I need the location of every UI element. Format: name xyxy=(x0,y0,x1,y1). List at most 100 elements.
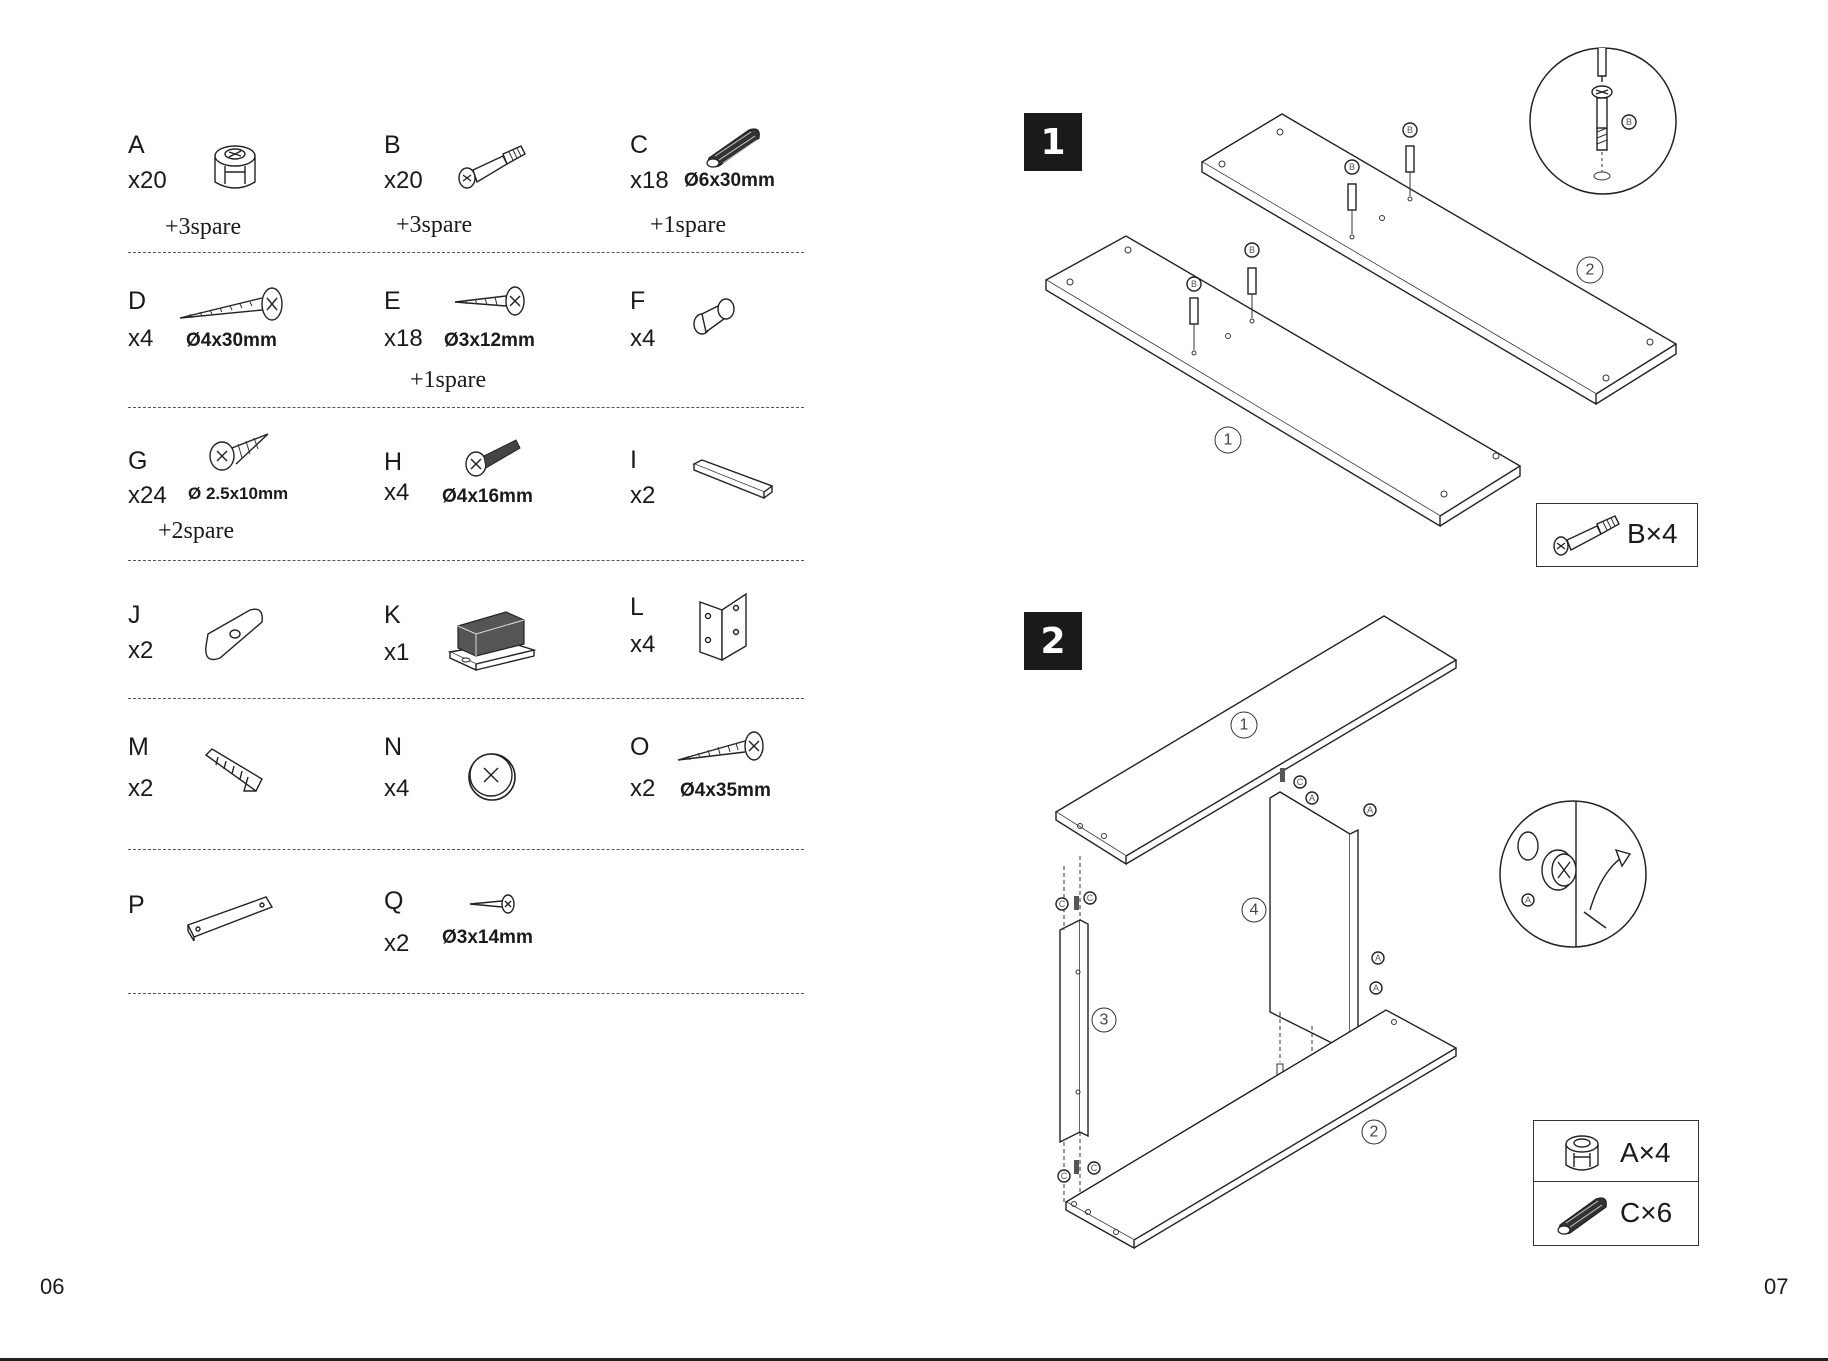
svg-text:A: A xyxy=(1375,953,1381,963)
part-qty-q: x2 xyxy=(384,930,409,958)
part-qty-g: x24 xyxy=(128,482,167,510)
legend-label: C×6 xyxy=(1620,1197,1672,1229)
svg-text:A: A xyxy=(1367,805,1373,815)
part-dim-o: Ø4x35mm xyxy=(680,780,771,802)
parts-divider xyxy=(128,407,804,408)
svg-text:B: B xyxy=(1626,117,1632,127)
part-qty-e: x18 xyxy=(384,325,423,353)
part-letter-m: M xyxy=(128,733,149,762)
svg-text:C: C xyxy=(1297,777,1304,787)
cam-bolt-icon xyxy=(1551,514,1631,558)
long-screw-icon xyxy=(180,284,290,324)
part-spare-a: +3spare xyxy=(165,214,241,241)
tiny-screw-icon xyxy=(470,892,518,916)
wood-dowel-icon xyxy=(1554,1191,1612,1237)
panel-label: 1 xyxy=(1240,717,1249,734)
shelf-pin-icon xyxy=(692,296,742,338)
part-letter-g: G xyxy=(128,447,147,476)
part-qty-n: x4 xyxy=(384,775,409,803)
panel-label: 2 xyxy=(1586,262,1595,279)
page-number-right: 07 xyxy=(1764,1274,1788,1300)
page-number-left: 06 xyxy=(40,1274,64,1300)
part-qty-h: x4 xyxy=(384,479,409,507)
wood-dowel-icon xyxy=(703,124,765,170)
part-letter-e: E xyxy=(384,287,401,316)
part-qty-f: x4 xyxy=(630,325,655,353)
part-letter-c: C xyxy=(630,131,648,160)
magnetic-catch-icon xyxy=(448,602,536,672)
part-letter-n: N xyxy=(384,733,402,762)
short-screw-icon xyxy=(455,284,530,320)
part-letter-f: F xyxy=(630,287,645,316)
part-qty-i: x2 xyxy=(630,482,655,510)
part-dim-c: Ø6x30mm xyxy=(684,170,775,192)
svg-text:C: C xyxy=(1061,1171,1068,1181)
part-dim-g: Ø 2.5x10mm xyxy=(188,484,288,504)
cam-bolt-icon xyxy=(455,142,530,192)
panel-label: 3 xyxy=(1100,1012,1109,1029)
parts-divider xyxy=(128,698,804,699)
part-dim-h: Ø4x16mm xyxy=(442,486,533,508)
svg-text:B: B xyxy=(1349,162,1355,172)
part-letter-j: J xyxy=(128,601,141,630)
panel-label: 1 xyxy=(1224,432,1233,449)
part-qty-o: x2 xyxy=(630,775,655,803)
part-letter-a: A xyxy=(128,131,145,160)
step-2-legend: A×4 C×6 xyxy=(1533,1120,1699,1246)
svg-text:C: C xyxy=(1059,899,1066,909)
wall-screw-icon xyxy=(678,730,768,766)
svg-text:B: B xyxy=(1249,245,1255,255)
part-letter-o: O xyxy=(630,733,649,762)
part-qty-c: x18 xyxy=(630,167,669,195)
step-2-detail-magnifier: A xyxy=(1498,800,1648,948)
legend-label: B×4 xyxy=(1627,518,1678,550)
bracket-plate-icon xyxy=(202,606,266,662)
cam-lock-icon xyxy=(1560,1131,1604,1175)
legend-label: A×4 xyxy=(1620,1137,1671,1169)
part-spare-b: +3spare xyxy=(396,212,472,239)
part-qty-k: x1 xyxy=(384,639,409,667)
parts-divider xyxy=(128,849,804,850)
part-dim-d: Ø4x30mm xyxy=(186,330,277,352)
parts-divider xyxy=(128,560,804,561)
step-1-detail-magnifier: B xyxy=(1528,46,1678,196)
svg-text:B: B xyxy=(1191,279,1197,289)
hinge-icon xyxy=(698,592,750,662)
plastic-strip-icon xyxy=(692,458,776,500)
wall-anchor-icon xyxy=(204,747,266,795)
svg-text:A: A xyxy=(1309,793,1315,803)
step-2-diagram: 1 3 C C C C 4 C A A A A C 2 xyxy=(1050,612,1470,1252)
parts-divider xyxy=(128,252,804,253)
part-letter-k: K xyxy=(384,601,401,630)
svg-text:B: B xyxy=(1407,125,1413,135)
svg-text:C: C xyxy=(1091,1163,1098,1173)
part-letter-q: Q xyxy=(384,887,403,916)
part-letter-p: P xyxy=(128,891,145,920)
svg-text:C: C xyxy=(1087,893,1094,903)
part-spare-c: +1spare xyxy=(650,212,726,239)
part-letter-h: H xyxy=(384,448,402,477)
panel-label: 4 xyxy=(1250,902,1259,919)
part-letter-d: D xyxy=(128,287,146,316)
step-1-legend: B×4 xyxy=(1536,503,1698,567)
part-letter-b: B xyxy=(384,131,401,160)
part-qty-j: x2 xyxy=(128,637,153,665)
panel-label: 2 xyxy=(1370,1124,1379,1141)
metal-strap-icon xyxy=(186,893,274,941)
svg-text:A: A xyxy=(1373,983,1379,993)
part-spare-g: +2spare xyxy=(158,518,234,545)
cam-lock-icon xyxy=(205,138,265,200)
part-spare-e: +1spare xyxy=(410,367,486,394)
part-letter-l: L xyxy=(630,593,644,622)
parts-divider xyxy=(128,993,804,994)
part-letter-i: I xyxy=(630,446,637,475)
part-dim-q: Ø3x14mm xyxy=(442,927,533,949)
part-qty-a: x20 xyxy=(128,167,167,195)
svg-text:A: A xyxy=(1525,895,1531,905)
part-qty-b: x20 xyxy=(384,167,423,195)
machine-screw-icon xyxy=(464,438,524,478)
part-qty-d: x4 xyxy=(128,325,153,353)
cover-cap-icon xyxy=(466,750,518,802)
small-screw-icon xyxy=(208,430,274,476)
part-dim-e: Ø3x12mm xyxy=(444,330,535,352)
